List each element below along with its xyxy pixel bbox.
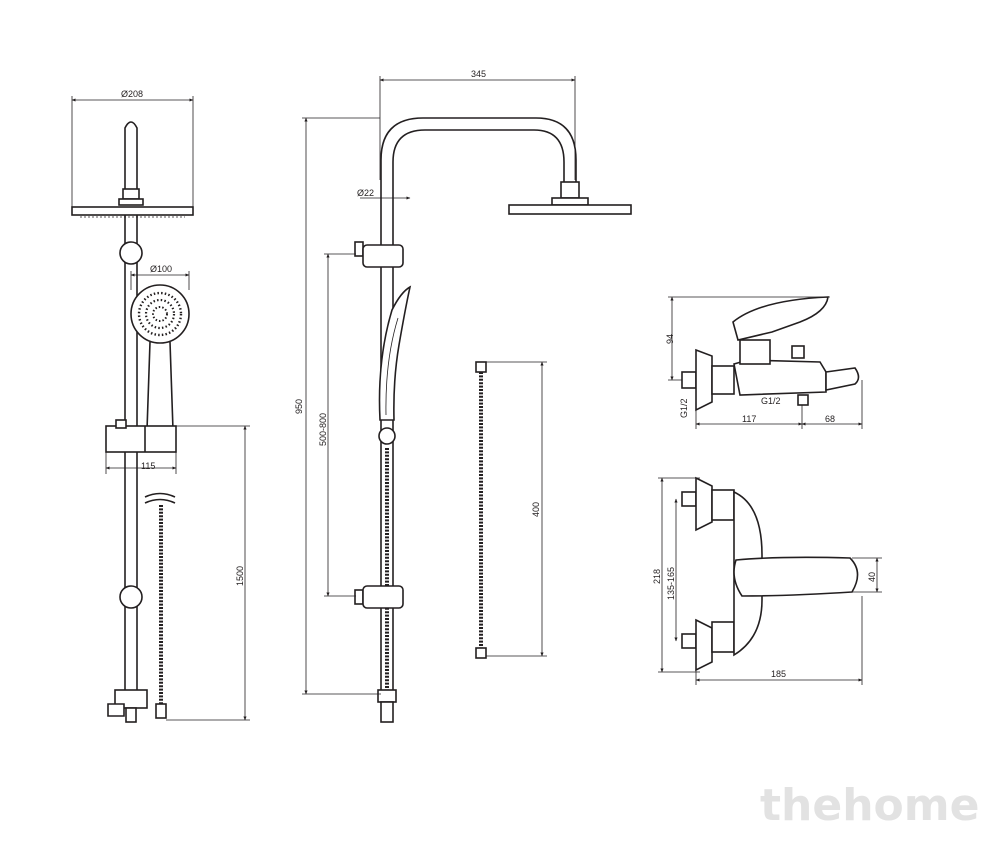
dim-inlet-spacing: 135-165 <box>666 567 676 600</box>
hand-holder <box>105 425 177 453</box>
dim-spout-reach: 68 <box>825 414 835 424</box>
dim-hose-length: 1500 <box>235 566 245 586</box>
watermark-logo: thehome <box>760 780 979 831</box>
mixer-lever <box>732 296 829 341</box>
front-view: Ø208 Ø100 115 <box>71 89 250 723</box>
hand-shower-side <box>378 285 412 421</box>
head-connector <box>560 181 580 199</box>
dim-thread-side: G1/2 <box>679 398 689 418</box>
dim-hose2-length: 400 <box>531 502 541 517</box>
flexible-hose: 400 <box>475 361 547 659</box>
mixer-side-view: 94 G1/2 G1/2 117 68 <box>665 296 863 429</box>
dim-mixer-total-height: 218 <box>652 569 662 584</box>
side-bracket-top <box>362 244 404 268</box>
dim-mixer-width: 185 <box>771 669 786 679</box>
dim-holder-range: 500-800 <box>318 413 328 446</box>
mixer-lever-top <box>733 556 859 597</box>
dim-pipe-diameter: Ø22 <box>357 188 374 198</box>
dim-mixer-depth: 117 <box>742 414 756 424</box>
dim-mixer-height: 94 <box>665 334 675 344</box>
dim-total-height: 950 <box>294 399 304 414</box>
side-view: 345 Ø22 950 500-800 <box>294 69 632 723</box>
dim-thread-spout: G1/2 <box>761 396 781 406</box>
wall-bracket-bottom <box>119 585 143 609</box>
shower-head-side <box>508 204 632 215</box>
mixer-top-view: 218 135-165 40 185 <box>652 476 882 685</box>
overhead-arm <box>124 121 138 190</box>
dim-head-diameter: Ø208 <box>121 89 143 99</box>
dim-hand-diameter: Ø100 <box>150 264 172 274</box>
mixer-body <box>733 359 827 396</box>
dim-lever-height: 40 <box>867 572 877 582</box>
wall-bracket-top <box>119 241 143 265</box>
shower-head <box>71 206 194 216</box>
side-bracket-bottom <box>362 585 404 609</box>
dim-holder-width: 115 <box>141 461 155 471</box>
dim-arm-length: 345 <box>471 69 486 79</box>
